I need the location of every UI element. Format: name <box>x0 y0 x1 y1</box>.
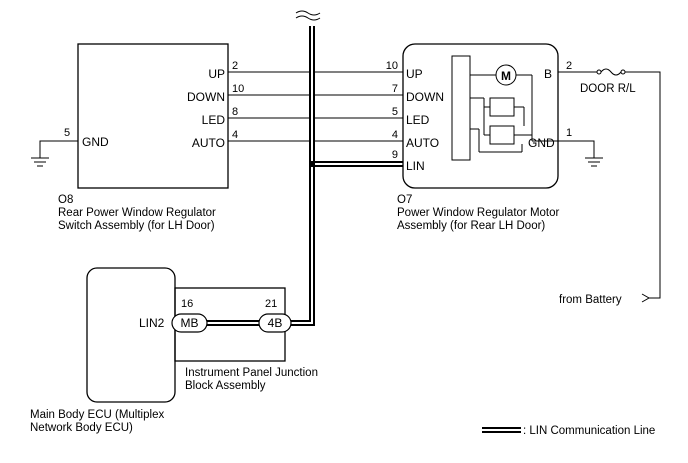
motor-assembly-box <box>402 43 559 189</box>
motor-pin-b: 2 <box>566 60 572 72</box>
switch-id: O8 <box>58 194 73 206</box>
switch-gnd-wire <box>39 140 78 158</box>
switch-name-line1: Rear Power Window Regulator <box>58 207 216 219</box>
motor-terminal-lin: LIN <box>406 159 425 173</box>
switch-pin-down: 10 <box>232 83 244 95</box>
connector-4b-label: 4B <box>268 316 283 330</box>
motor-pin-up: 10 <box>386 60 398 72</box>
main-body-ecu-box <box>86 267 176 403</box>
battery-label: from Battery <box>559 294 622 306</box>
motor-control-ic <box>451 55 471 161</box>
motor-symbol: M <box>501 69 511 83</box>
switch-terminal-led: LED <box>202 113 226 127</box>
wire-break-icon <box>295 10 321 21</box>
ecu-lin2-label: LIN2 <box>139 316 165 330</box>
motor-id: O7 <box>397 194 412 206</box>
ecu-name-line2: Network Body ECU) <box>30 422 133 434</box>
relay-2 <box>489 125 515 145</box>
switch-terminal-up: UP <box>208 67 225 81</box>
motor-name-line2: Assembly (for Rear LH Door) <box>397 220 545 232</box>
motor-terminal-down: DOWN <box>406 90 444 104</box>
motor-pin-lin: 9 <box>392 149 398 161</box>
motor-pin-auto: 4 <box>392 129 398 141</box>
connector-mb-pin: 16 <box>181 298 193 310</box>
connector-4b-pin: 21 <box>265 298 277 310</box>
motor-terminal-b: B <box>544 67 552 81</box>
lin-communication-line <box>199 26 403 326</box>
battery-arrow-icon <box>641 293 651 303</box>
motor-internal-circuit <box>470 64 558 153</box>
connector-4b <box>258 313 292 333</box>
connector-mb <box>171 313 208 333</box>
connector-mb-label: MB <box>181 316 199 330</box>
junction-name-line2: Block Assembly <box>185 380 266 392</box>
motor-terminal-auto: AUTO <box>406 136 439 150</box>
relay-1 <box>489 97 515 117</box>
switch-pin-up: 2 <box>232 60 238 72</box>
motor-name-line1: Power Window Regulator Motor <box>397 207 560 219</box>
ecu-name-line1: Main Body ECU (Multiplex <box>30 409 164 421</box>
motor-terminal-gnd: GND <box>528 136 555 150</box>
switch-terminal-auto: AUTO <box>192 136 225 150</box>
fuse-label: DOOR R/L <box>580 83 636 95</box>
signal-wires <box>228 71 403 142</box>
switch-terminal-down: DOWN <box>187 90 225 104</box>
switch-name-line2: Switch Assembly (for LH Door) <box>58 220 215 232</box>
switch-pin-gnd: 5 <box>64 127 70 139</box>
switch-assembly-box <box>77 43 229 189</box>
fuse-icon <box>596 68 626 76</box>
legend-label: : LIN Communication Line <box>523 425 655 437</box>
motor-pin-led: 5 <box>392 106 398 118</box>
motor-pin-gnd: 1 <box>566 127 572 139</box>
motor-gnd-wire <box>558 140 595 158</box>
motor-ground-icon <box>585 157 603 167</box>
junction-name-line1: Instrument Panel Junction <box>185 367 318 379</box>
motor-terminal-up: UP <box>406 67 423 81</box>
switch-pin-auto: 4 <box>232 129 238 141</box>
switch-ground-icon <box>31 157 49 167</box>
power-wire-battery <box>625 71 661 299</box>
motor-pin-down: 7 <box>392 83 398 95</box>
switch-pin-led: 8 <box>232 106 238 118</box>
motor-terminal-led: LED <box>406 113 430 127</box>
switch-terminal-gnd: GND <box>82 135 109 149</box>
